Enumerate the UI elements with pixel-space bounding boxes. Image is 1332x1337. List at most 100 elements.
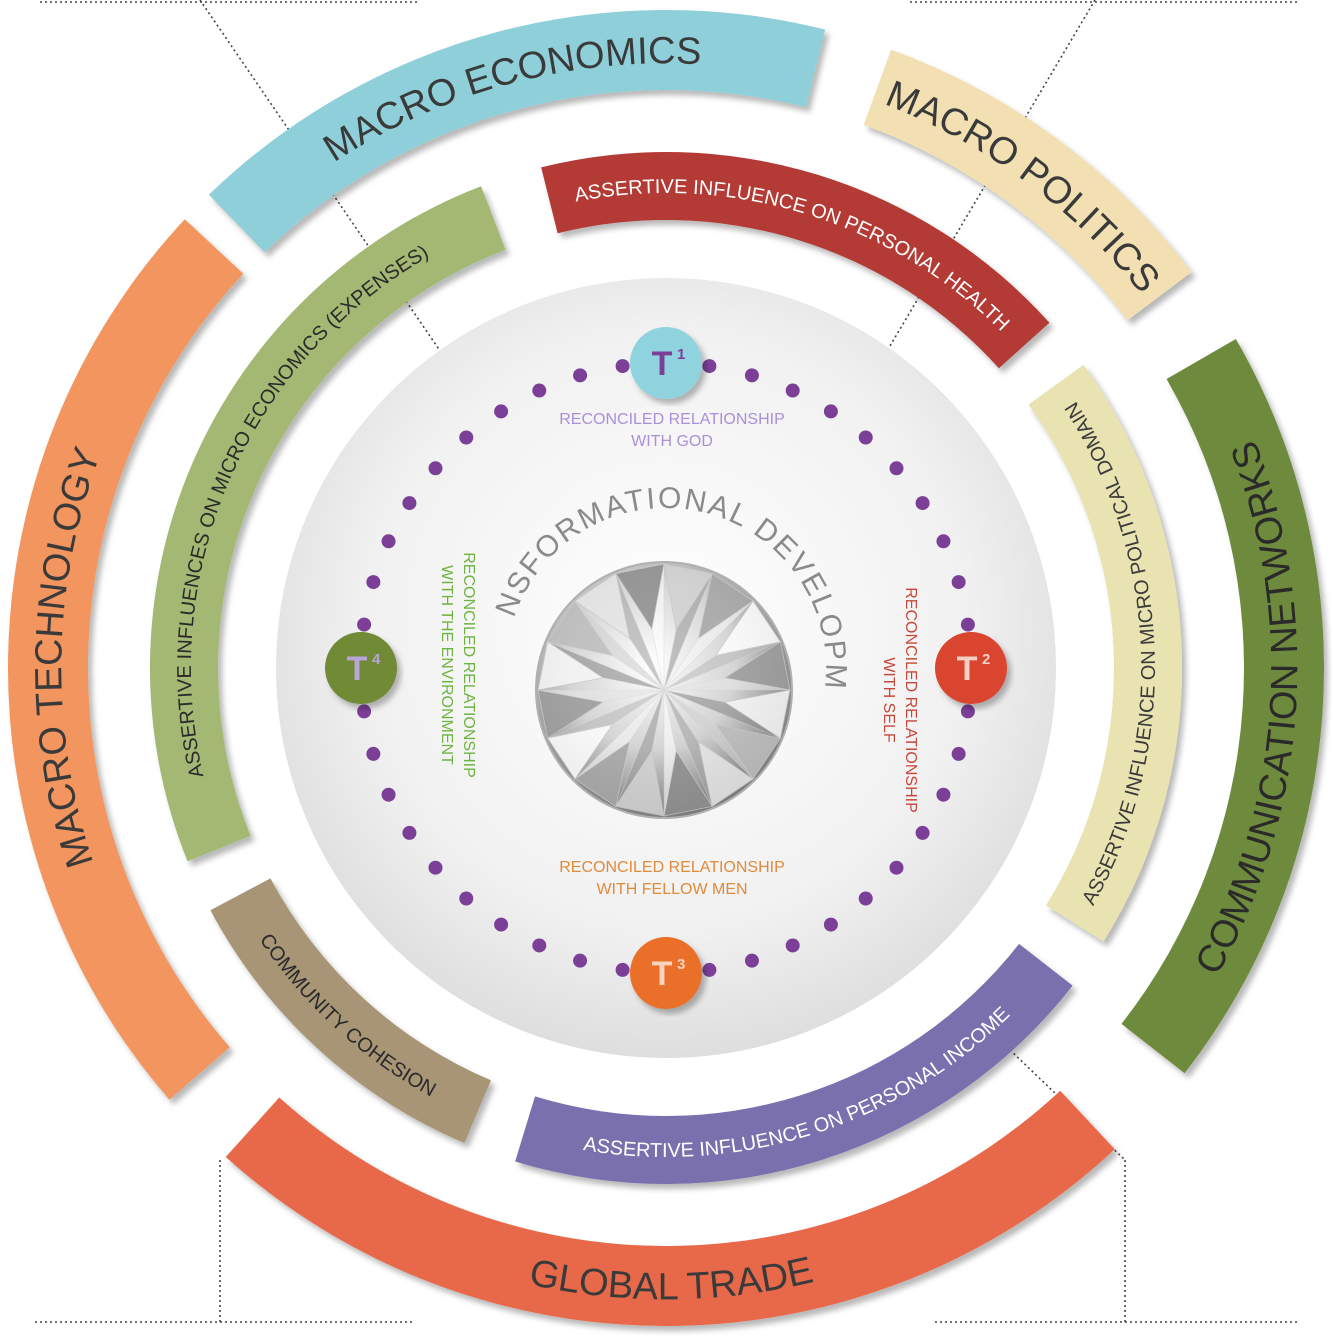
- assertive-influences-on-micro-economics-expenses-band: [150, 186, 506, 862]
- dot: [494, 917, 509, 932]
- dot: [951, 575, 966, 590]
- diamond-gem: [535, 561, 793, 819]
- dot: [960, 617, 975, 632]
- dot: [459, 891, 474, 906]
- dot: [889, 860, 904, 875]
- communication-networks-band: [1121, 339, 1324, 1074]
- dot: [381, 787, 396, 802]
- dotted-circle: [354, 356, 978, 980]
- diamond-facet: [615, 573, 665, 691]
- dot: [702, 962, 717, 977]
- macro-technology-segment: MACRO TECHNOLOGY: [7, 219, 244, 1100]
- dot: [357, 704, 372, 719]
- dot: [915, 496, 930, 511]
- diamond-facet: [615, 689, 665, 807]
- relationship-label-2: RECONCILED RELATIONSHIP WITH SELF: [880, 587, 919, 813]
- dot: [785, 383, 800, 398]
- relationship-line2: WITH GOD: [631, 433, 713, 450]
- dot: [702, 359, 717, 374]
- assertive-influence-on-personal-income-band: [515, 943, 1073, 1184]
- global-trade-band: [225, 1090, 1115, 1326]
- relationship-label-3: RECONCILED RELATIONSHIP WITH FELLOW MEN: [559, 859, 785, 898]
- relationship-line1: RECONCILED RELATIONSHIP: [559, 859, 785, 876]
- macro-politics-band: [863, 49, 1192, 321]
- assertive-influence-on-personal-health-band: [541, 151, 1050, 369]
- dot: [494, 404, 509, 419]
- macro-technology-band: [7, 219, 244, 1100]
- diamond-facet: [663, 677, 791, 691]
- dot: [858, 891, 873, 906]
- node-label: T: [957, 650, 978, 688]
- dot: [823, 917, 838, 932]
- node-circle: [935, 632, 1007, 704]
- diamond-facet: [574, 689, 665, 780]
- diamond-facet: [663, 689, 677, 817]
- leader-line-top-right: [854, 0, 1096, 406]
- node-circle: [630, 937, 702, 1009]
- dot: [366, 746, 381, 761]
- dot: [858, 430, 873, 445]
- dot: [936, 787, 951, 802]
- relationship-line1: RECONCILED RELATIONSHIP: [902, 587, 919, 813]
- dot: [532, 383, 547, 398]
- diamond-facet: [663, 641, 781, 691]
- global-trade-segment: GLOBAL TRADE: [225, 1090, 1115, 1326]
- dot: [532, 938, 547, 953]
- node-superscript: 4: [372, 651, 381, 668]
- relationship-labels: RECONCILED RELATIONSHIP WITH GOD RECONCILE…: [438, 411, 919, 898]
- dot: [357, 617, 372, 632]
- diamond-facets: [537, 563, 791, 817]
- diamond-facet: [574, 600, 665, 691]
- diamond-facet: [663, 689, 754, 780]
- node-label: T: [652, 345, 673, 383]
- dot: [889, 461, 904, 476]
- diamond-facet: [651, 563, 665, 691]
- dot: [366, 575, 381, 590]
- dot: [960, 704, 975, 719]
- assertive-influence-on-micro-political-domain-band: [1028, 364, 1182, 942]
- dot: [915, 825, 930, 840]
- dot: [381, 534, 396, 549]
- relationship-line1: RECONCILED RELATIONSHIP: [460, 552, 477, 778]
- diamond-facet: [547, 641, 665, 691]
- dot: [615, 359, 630, 374]
- dot: [573, 953, 588, 968]
- dot: [744, 953, 759, 968]
- dot: [785, 938, 800, 953]
- node-circle: [325, 632, 397, 704]
- node-circle: [630, 327, 702, 399]
- dot: [823, 404, 838, 419]
- diamond-facet: [537, 689, 665, 703]
- diamond-facet: [663, 689, 713, 807]
- dot: [428, 461, 443, 476]
- macro-economics-band: [208, 9, 826, 253]
- relationship-line2: WITH SELF: [880, 657, 897, 743]
- dot: [402, 496, 417, 511]
- node-label: T: [652, 955, 673, 993]
- dot: [615, 962, 630, 977]
- node-superscript: 3: [677, 956, 685, 973]
- relationship-line1: RECONCILED RELATIONSHIP: [559, 411, 785, 428]
- dot: [573, 368, 588, 383]
- dot: [744, 368, 759, 383]
- dot: [459, 430, 474, 445]
- dot: [428, 860, 443, 875]
- dot: [951, 746, 966, 761]
- relationship-line2: WITH THE ENVIRONMENT: [438, 565, 455, 765]
- node-superscript: 1: [677, 346, 685, 363]
- diamond-facet: [663, 573, 713, 691]
- relationship-label-4: RECONCILED RELATIONSHIP WITH THE ENVIRONM…: [438, 552, 477, 778]
- relationship-line2: WITH FELLOW MEN: [596, 881, 747, 898]
- node-superscript: 2: [982, 651, 990, 668]
- dot: [936, 534, 951, 549]
- node-label: T: [347, 650, 368, 688]
- diamond-facet: [547, 689, 665, 739]
- community-cohesion-band: [210, 878, 491, 1143]
- dot: [402, 825, 417, 840]
- diamond-facet: [663, 689, 781, 739]
- leader-line-bottom-right: [1009, 1049, 1126, 1161]
